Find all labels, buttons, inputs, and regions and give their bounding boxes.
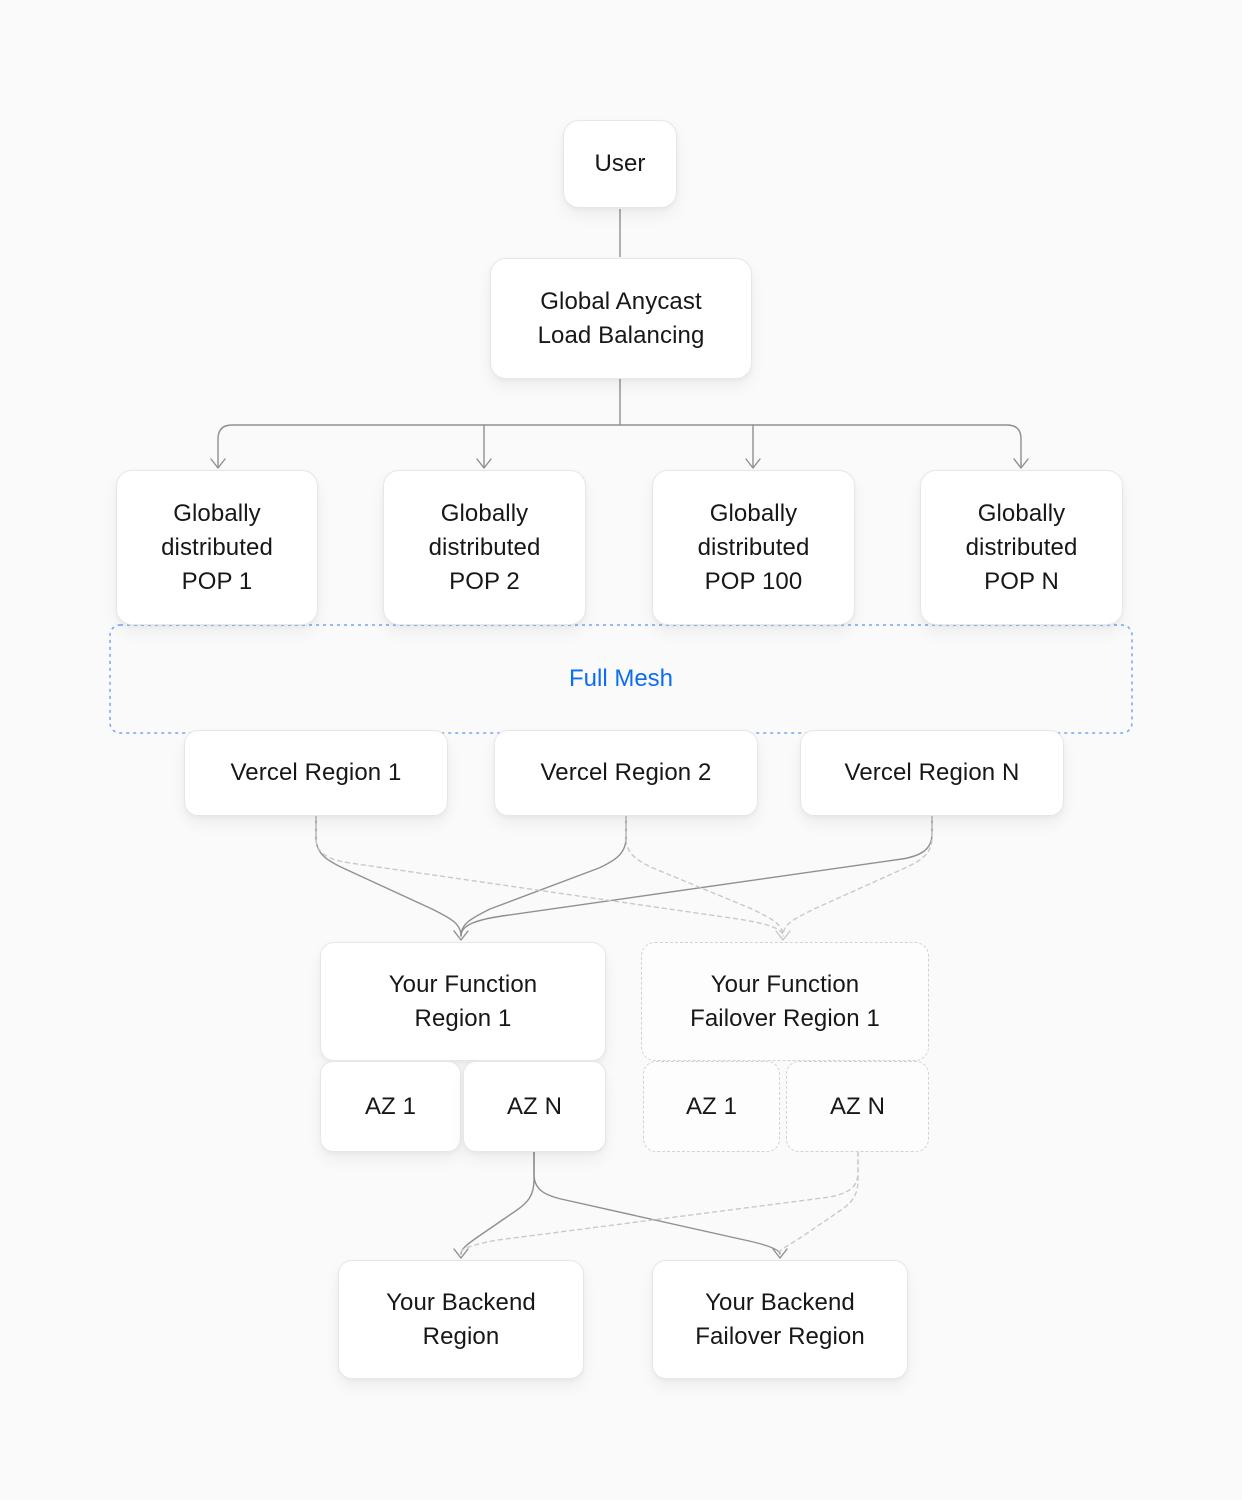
- node-vercel-region-1: Vercel Region 1: [184, 730, 448, 816]
- node-load-balancer-label: Global Anycast Load Balancing: [537, 287, 705, 349]
- node-pop-1: Globally distributed POP 1: [116, 470, 318, 625]
- edges-failover-azn-to-backends: [460, 1151, 859, 1253]
- node-user: User: [563, 120, 677, 208]
- full-mesh-label: Full Mesh: [568, 665, 674, 692]
- node-function-region-az-n-label: AZ N: [506, 1092, 563, 1120]
- edges-lb-to-pops: [210, 378, 1029, 469]
- node-function-failover-az-n: AZ N: [786, 1061, 929, 1152]
- node-function-region: Your Function Region 1: [320, 942, 606, 1061]
- node-pop-100: Globally distributed POP 100: [652, 470, 855, 625]
- node-pop-2: Globally distributed POP 2: [383, 470, 586, 625]
- node-pop-2-label: Globally distributed POP 2: [428, 499, 541, 595]
- node-function-region-az-n: AZ N: [463, 1061, 606, 1152]
- node-function-failover-az-1: AZ 1: [643, 1061, 780, 1152]
- node-vercel-region-2-label: Vercel Region 2: [540, 759, 712, 786]
- edges-azn-to-backends: [453, 1151, 788, 1259]
- node-function-region-az-1-label: AZ 1: [364, 1092, 417, 1120]
- node-vercel-region-2: Vercel Region 2: [494, 730, 758, 816]
- node-function-region-label: Your Function Region 1: [388, 970, 538, 1032]
- edges-regions-to-function: [315, 815, 933, 941]
- node-vercel-region-n: Vercel Region N: [800, 730, 1064, 816]
- node-backend-failover-region: Your Backend Failover Region: [652, 1260, 908, 1379]
- node-pop-n: Globally distributed POP N: [920, 470, 1123, 625]
- node-backend-region-label: Your Backend Region: [386, 1288, 536, 1350]
- node-function-failover-region-label: Your Function Failover Region 1: [690, 970, 880, 1032]
- node-vercel-region-n-label: Vercel Region N: [844, 759, 1020, 786]
- node-backend-failover-region-label: Your Backend Failover Region: [695, 1288, 865, 1350]
- node-pop-100-label: Globally distributed POP 100: [697, 499, 810, 595]
- node-user-label: User: [594, 150, 646, 177]
- node-backend-region: Your Backend Region: [338, 1260, 584, 1379]
- node-load-balancer: Global Anycast Load Balancing: [490, 258, 752, 379]
- node-function-failover-region: Your Function Failover Region 1: [641, 942, 929, 1061]
- node-function-failover-az-1-label: AZ 1: [685, 1092, 738, 1120]
- node-vercel-region-1-label: Vercel Region 1: [230, 759, 402, 786]
- edges-regions-to-failover: [315, 815, 933, 941]
- node-pop-n-label: Globally distributed POP N: [965, 499, 1078, 595]
- node-pop-1-label: Globally distributed POP 1: [161, 499, 273, 595]
- node-function-failover-az-n-label: AZ N: [829, 1092, 886, 1120]
- node-function-region-az-1: AZ 1: [320, 1061, 461, 1152]
